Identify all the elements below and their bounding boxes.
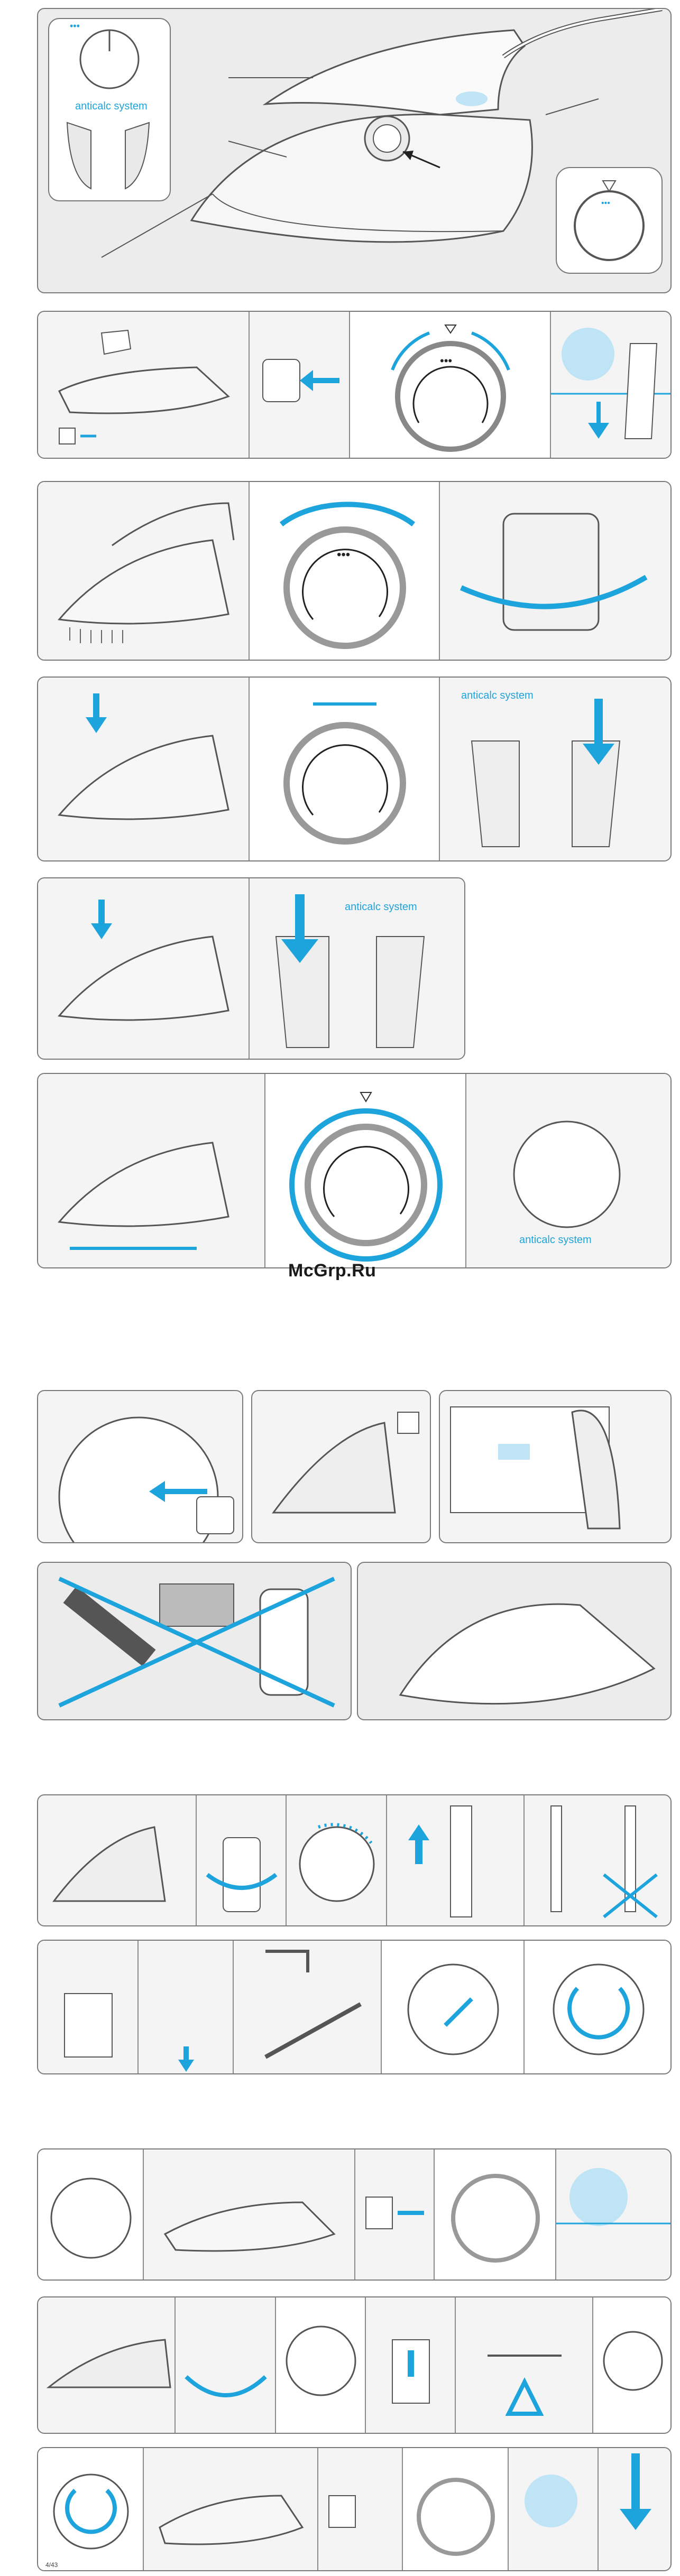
cell-dial-rotate-back: 4/43 (38, 2448, 144, 2570)
panel-step-spray: anticalc system (37, 877, 465, 1060)
cell-spray-selector: anticalc system (250, 878, 464, 1059)
svg-text:•••: ••• (440, 354, 452, 367)
cell-dial-turn: ••• (250, 482, 440, 660)
dial-dots-label: ••• (70, 21, 80, 31)
cell-plug (355, 2149, 435, 2280)
panel-selfclean-1 (37, 2148, 672, 2281)
svg-text:•••: ••• (337, 548, 350, 562)
cell-iron-steaming (38, 482, 250, 660)
cell-thermostat: anticalc system (466, 1074, 670, 1267)
cell-fill-tank (144, 2149, 355, 2280)
cell-vinegar-glass (38, 1941, 139, 2073)
panel-clean-soleplate (357, 1562, 672, 1720)
cell-fill-water (38, 312, 250, 458)
panel-no-abrasives (37, 1562, 352, 1720)
cell-iron-plugged (38, 2297, 176, 2433)
cell-dial-reinsert (382, 1941, 525, 2073)
panel-selfclean-3: 4/43 (37, 2447, 672, 2571)
cell-dial-end (593, 2297, 670, 2433)
cell-replug (318, 2448, 403, 2570)
panel-storage (439, 1390, 672, 1543)
cell-steam-release (551, 312, 670, 458)
iron-overview-illustration: ••• anticalc system ••• (38, 9, 670, 292)
cell-iron-over-sink (456, 2297, 593, 2433)
anticalc-label: anticalc system (75, 100, 148, 112)
panel-step-steam-button: anticalc system (37, 677, 672, 861)
cell-dial-start (38, 2149, 144, 2280)
cell-dial-rotate (525, 1941, 670, 2073)
svg-text:anticalc system: anticalc system (461, 690, 534, 701)
panel-overview: ••• anticalc system ••• (37, 8, 672, 293)
cell-turn-knob (197, 1795, 287, 1925)
cell-dial-small-turn (250, 678, 440, 860)
cell-iron-spray (38, 878, 250, 1059)
cell-steam-button-turn (440, 482, 670, 660)
cell-dial-both-ways: ••• (350, 312, 551, 458)
cell-iron-upright (38, 1795, 197, 1925)
cell-dial-anticalc (287, 1795, 387, 1925)
cell-lift-knob (366, 2297, 456, 2433)
cell-dial-full-turn (265, 1074, 466, 1267)
cell-steam-final (509, 2448, 599, 2570)
cell-dial-final (403, 2448, 509, 2570)
panel-step-fill: ••• (37, 311, 672, 459)
cell-pull-out (387, 1795, 525, 1925)
cell-dial-arrow (276, 2297, 366, 2433)
cell-refill (144, 2448, 318, 2570)
cell-iron-brush (38, 1074, 265, 1267)
cell-brush-valve (139, 1941, 234, 2073)
panel-selfclean-2 (37, 2296, 672, 2434)
cell-steam-burst (556, 2149, 670, 2280)
panel-step-vertical-steam: anticalc system (37, 1073, 672, 1268)
cell-rinse-tap (234, 1941, 382, 2073)
cell-plug-in (250, 312, 350, 458)
cell-valve-check (525, 1795, 670, 1925)
svg-text:•••: ••• (601, 199, 610, 208)
page-footer-text: 4/43 (45, 2561, 58, 2569)
panel-cleaning-valve (37, 1794, 672, 1926)
cell-dial-max (435, 2149, 556, 2280)
panel-unplug (37, 1390, 243, 1543)
watermark-text: McGrp.Ru (288, 1261, 376, 1281)
panel-step-shot-of-steam: ••• (37, 481, 672, 661)
cell-knob-turn (176, 2297, 276, 2433)
panel-descale-valve (37, 1940, 672, 2074)
cell-press-button (38, 678, 250, 860)
svg-text:anticalc system: anticalc system (519, 1234, 592, 1246)
svg-text:anticalc system: anticalc system (345, 901, 417, 913)
panel-cool-down (251, 1390, 431, 1543)
cell-steam-selector: anticalc system (440, 678, 670, 860)
cell-selector-final (599, 2448, 670, 2570)
